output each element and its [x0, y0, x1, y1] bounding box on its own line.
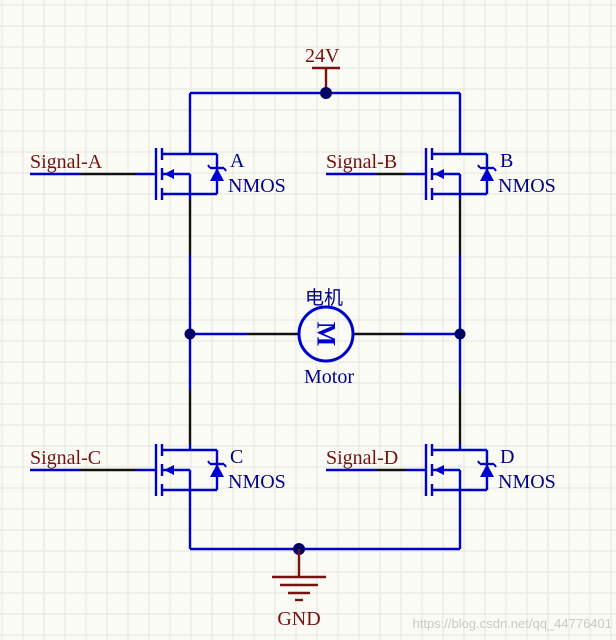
motor-branch: [184, 328, 466, 340]
signal-label-a: Signal-A: [30, 151, 103, 173]
mosfet-type-c: NMOS: [228, 471, 286, 493]
motor-title: 电机: [305, 287, 343, 309]
signal-label-c: Signal-C: [30, 447, 101, 469]
mosfet-type-d: NMOS: [498, 471, 556, 493]
junction-top: [320, 87, 332, 99]
ground-label: GND: [277, 608, 320, 630]
mosfet-b: Signal-B B NMOS: [326, 148, 556, 200]
motor-symbol: M: [297, 305, 355, 363]
motor-label: Motor: [304, 366, 354, 388]
mosfet-id-c: C: [230, 446, 243, 468]
mosfet-id-d: D: [500, 446, 514, 468]
ground-symbol: [272, 549, 326, 602]
motor-symbol-letter: M: [312, 322, 341, 347]
mosfet-c: Signal-C C NMOS: [30, 444, 286, 496]
watermark: https://blog.csdn.net/qq_44776401: [413, 616, 613, 631]
mosfet-type-a: NMOS: [228, 175, 286, 197]
mosfet-d: Signal-D D NMOS: [326, 444, 556, 496]
mosfet-id-b: B: [500, 150, 513, 172]
signal-label-d: Signal-D: [326, 447, 398, 469]
mosfet-a: Signal-A A NMOS: [30, 148, 286, 200]
mosfet-id-a: A: [230, 150, 245, 172]
signal-label-b: Signal-B: [326, 151, 397, 173]
supply-label: 24V: [305, 45, 340, 67]
mosfet-type-b: NMOS: [498, 175, 556, 197]
